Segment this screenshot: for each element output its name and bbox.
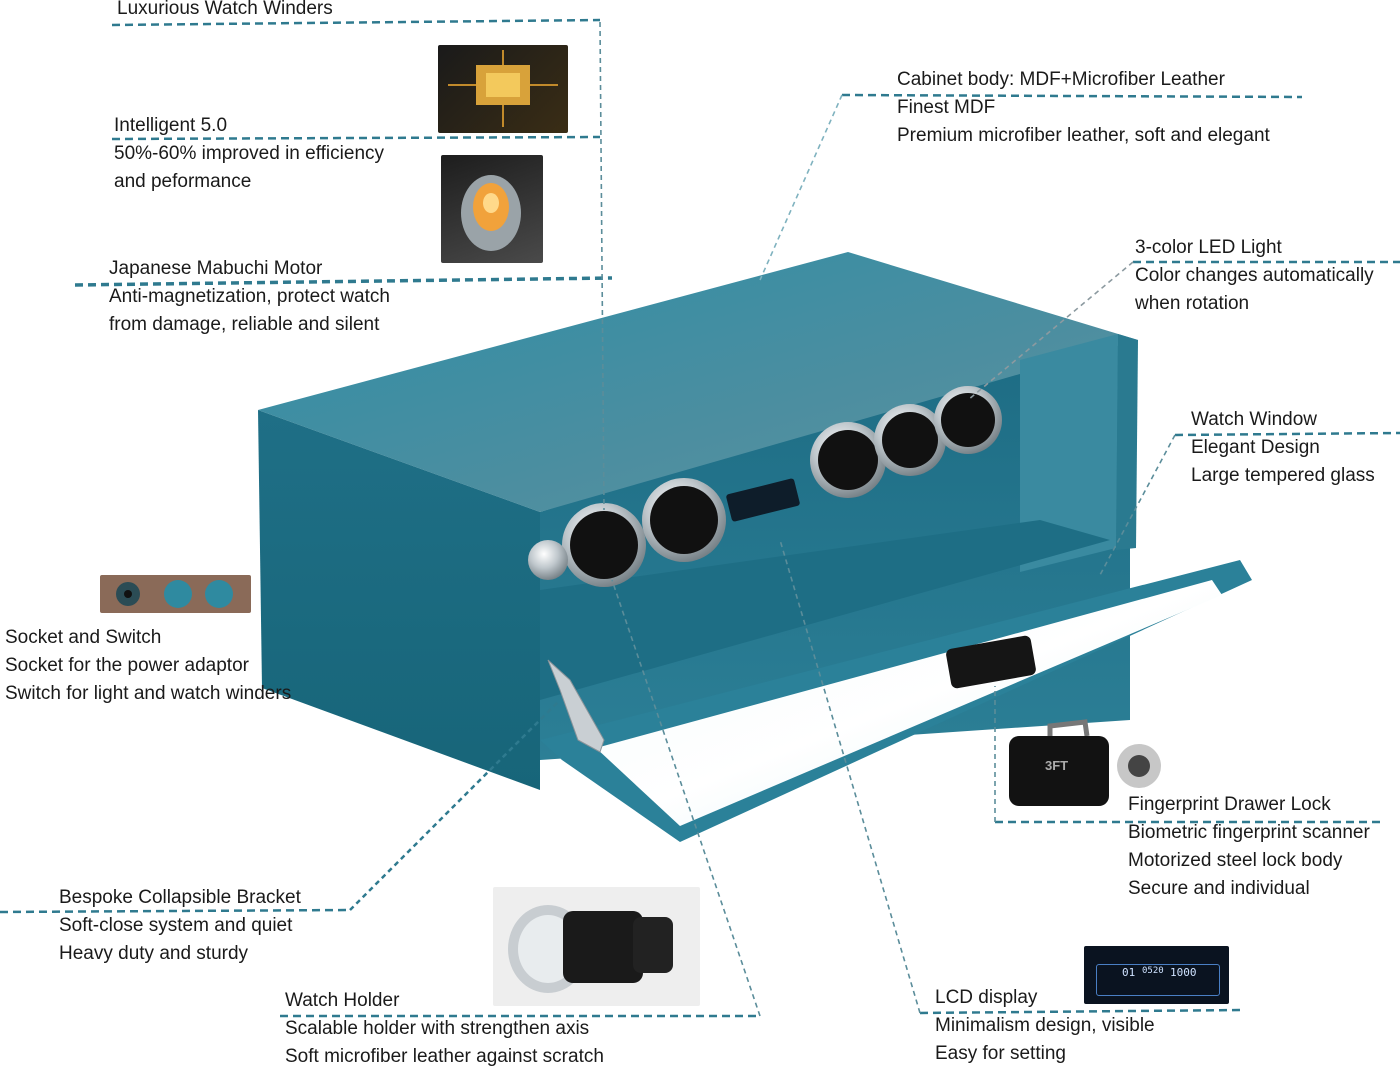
callout-line: Minimalism design, visible <box>935 1015 1155 1036</box>
cabinet-top <box>258 252 1138 512</box>
bracket-arm <box>547 659 605 753</box>
winder-rings <box>528 386 1002 587</box>
motor-thumbnail <box>441 155 543 263</box>
interior-floor <box>540 520 1110 700</box>
callout-line: Soft-close system and quiet <box>59 915 293 936</box>
callout-line: and peformance <box>114 171 252 192</box>
callout-line: Color changes automatically <box>1135 265 1374 286</box>
callout-motor: Japanese Mabuchi Motor Anti-magnetizatio… <box>109 255 390 339</box>
socket-switch-thumbnail <box>100 575 251 613</box>
callout-line: Biometric fingerprint scanner <box>1128 822 1370 843</box>
callout-title: 3-color LED Light <box>1135 237 1282 258</box>
cabinet-lcd-strip <box>726 478 800 522</box>
callout-window: Watch Window Elegant Design Large temper… <box>1191 406 1375 490</box>
callout-lock: Fingerprint Drawer Lock Biometric finger… <box>1128 791 1370 903</box>
lock-thumbnail: 3FT <box>1005 718 1165 808</box>
chip-thumbnail <box>438 45 568 133</box>
callout-line: Elegant Design <box>1191 437 1320 458</box>
callout-title: Cabinet body: MDF+Microfiber Leather <box>897 69 1225 90</box>
callout-line: 50%-60% improved in efficiency <box>114 143 385 164</box>
callout-title: Luxurious Watch Winders <box>117 0 333 19</box>
watch-holder-thumbnail <box>493 887 700 1006</box>
callout-line: Premium microfiber leather, soft and ele… <box>897 125 1270 146</box>
callout-line: Large tempered glass <box>1191 465 1375 486</box>
callout-title: Japanese Mabuchi Motor <box>109 258 323 279</box>
lid-lock-block <box>946 635 1036 689</box>
callout-title: Bespoke Collapsible Bracket <box>59 887 301 908</box>
glass-panel <box>596 580 1222 826</box>
callout-holder: Watch Holder Scalable holder with streng… <box>285 987 604 1071</box>
callout-luxurious: Luxurious Watch Winders <box>117 0 333 23</box>
leader-lines <box>0 18 1400 1018</box>
callout-title: Socket and Switch <box>5 627 162 648</box>
lock-brand-text: 3FT <box>1045 758 1069 773</box>
callout-led: 3-color LED Light Color changes automati… <box>1135 234 1374 318</box>
lcd-right-value: 1000 <box>1170 966 1197 979</box>
callout-cabinet: Cabinet body: MDF+Microfiber Leather Fin… <box>897 66 1270 150</box>
cabinet-left-side <box>258 410 540 790</box>
callout-line: from damage, reliable and silent <box>109 314 380 335</box>
callout-title: Intelligent 5.0 <box>114 115 228 136</box>
callout-line: Anti-magnetization, protect watch <box>109 286 390 307</box>
callout-line: Secure and individual <box>1128 878 1310 899</box>
callout-title: Watch Holder <box>285 990 400 1011</box>
cabinet-right-side <box>1116 334 1138 550</box>
callout-title: LCD display <box>935 987 1038 1008</box>
callout-line: Switch for light and watch winders <box>5 683 292 704</box>
callout-line: Heavy duty and sturdy <box>59 943 249 964</box>
callout-bracket: Bespoke Collapsible Bracket Soft-close s… <box>59 884 301 968</box>
callout-line: Easy for setting <box>935 1043 1066 1064</box>
callout-line: when rotation <box>1135 293 1250 314</box>
callout-line: Socket for the power adaptor <box>5 655 249 676</box>
lcd-mid-value: 0520 <box>1142 966 1164 976</box>
lcd-left-value: 01 <box>1122 966 1136 979</box>
callout-line: Soft microfiber leather against scratch <box>285 1046 604 1067</box>
interior-right-wall <box>1020 334 1118 572</box>
callout-socket: Socket and Switch Socket for the power a… <box>5 624 291 708</box>
callout-intelligent: Intelligent 5.0 50%-60% improved in effi… <box>114 112 384 196</box>
callout-title: Fingerprint Drawer Lock <box>1128 794 1331 815</box>
callout-title: Watch Window <box>1191 409 1317 430</box>
callout-line: Motorized steel lock body <box>1128 850 1343 871</box>
callout-lcd: LCD display Minimalism design, visible E… <box>935 984 1155 1068</box>
lcd-thumbnail: 01 0520 1000 <box>1084 946 1229 1004</box>
callout-line: Scalable holder with strengthen axis <box>285 1018 590 1039</box>
callout-line: Finest MDF <box>897 97 996 118</box>
